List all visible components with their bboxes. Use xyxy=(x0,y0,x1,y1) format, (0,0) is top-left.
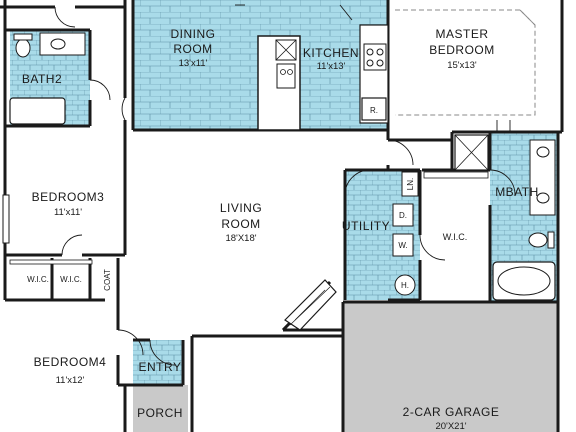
linen-label: LN. xyxy=(406,178,415,190)
dining-label-1: DINING xyxy=(171,27,216,41)
mbath-sink-2 xyxy=(536,192,550,204)
garage-floor xyxy=(343,302,559,432)
bath2-label: BATH2 xyxy=(22,72,62,86)
water-heater-icon xyxy=(394,274,416,296)
refrigerator-box xyxy=(361,97,387,121)
fireplace-inner xyxy=(289,286,331,326)
door-swings xyxy=(54,4,516,366)
burner-2 xyxy=(376,48,384,56)
ceiling-outline xyxy=(395,9,536,116)
garage-apron xyxy=(192,338,343,432)
mbath-tub-icon xyxy=(492,261,556,301)
mbath-vanity xyxy=(529,139,556,216)
entry-label: ENTRY xyxy=(139,360,182,374)
wic-left-a-label: W.I.C. xyxy=(27,275,49,284)
wic-master-label: W.I.C. xyxy=(443,232,468,242)
kitchen-label: KITCHEN xyxy=(303,46,359,60)
coat-label: COAT xyxy=(103,269,112,291)
dining-label-2: ROOM xyxy=(173,42,212,56)
shower-x xyxy=(454,134,489,171)
linen-closet xyxy=(401,171,419,197)
porch-floor xyxy=(133,385,188,432)
master-dims: 15'x13' xyxy=(447,60,477,71)
kitchen-dims: 11'x13' xyxy=(317,61,346,72)
garage-label: 2-CAR GARAGE xyxy=(403,405,500,419)
range-icon xyxy=(363,43,387,71)
toilet-tank xyxy=(13,33,33,41)
wic-left-shelf xyxy=(9,259,93,265)
mbath-sink-1 xyxy=(536,146,550,158)
mbath-tub-basin xyxy=(497,266,551,296)
bedroom4-label: BEDROOM4 xyxy=(34,355,107,369)
bedroom3-dims: 11'x11' xyxy=(54,207,82,218)
water-heater-label: H. xyxy=(401,281,409,290)
walls xyxy=(0,0,564,432)
living-label-2: ROOM xyxy=(221,217,260,231)
living-label-1: LIVING xyxy=(220,201,262,215)
porch-label: PORCH xyxy=(137,406,183,420)
burner-3 xyxy=(366,59,374,67)
master-label-2: BEDROOM xyxy=(429,43,495,57)
washer-label: W. xyxy=(398,241,407,250)
wic-left-b-label: W.I.C. xyxy=(60,275,82,284)
bath-vanity xyxy=(39,32,86,56)
burner-1 xyxy=(366,48,374,56)
wall-stub xyxy=(2,194,10,244)
cooktop-x xyxy=(275,39,297,61)
mbath-toilet-tank xyxy=(547,231,555,249)
bathtub-icon xyxy=(9,97,66,125)
wic-shelf xyxy=(423,171,489,179)
mbath-label: MBATH xyxy=(495,185,539,199)
dryer-label: D. xyxy=(399,211,407,220)
toilet-icon xyxy=(15,38,31,58)
bath-sink-icon xyxy=(50,38,66,50)
refrigerator-label: R. xyxy=(370,106,378,115)
sink-drain-b xyxy=(287,69,293,75)
washer-box xyxy=(392,233,414,257)
sink-drain-a xyxy=(280,69,286,75)
sink-icon xyxy=(276,63,296,89)
burner-4 xyxy=(376,59,384,67)
garage-dims: 20'X21' xyxy=(435,421,466,432)
utility-label: UTILITY xyxy=(342,219,390,233)
living-dims: 18'X18' xyxy=(225,233,256,244)
dining-dims: 13'x11' xyxy=(179,58,208,69)
bedroom4-dims: 11'x12' xyxy=(56,375,85,386)
master-label-1: MASTER xyxy=(435,27,488,41)
bedroom3-label: BEDROOM3 xyxy=(32,190,105,204)
dryer-box xyxy=(392,203,414,227)
mbath-toilet-icon xyxy=(528,232,548,248)
entry-tile xyxy=(133,340,183,385)
